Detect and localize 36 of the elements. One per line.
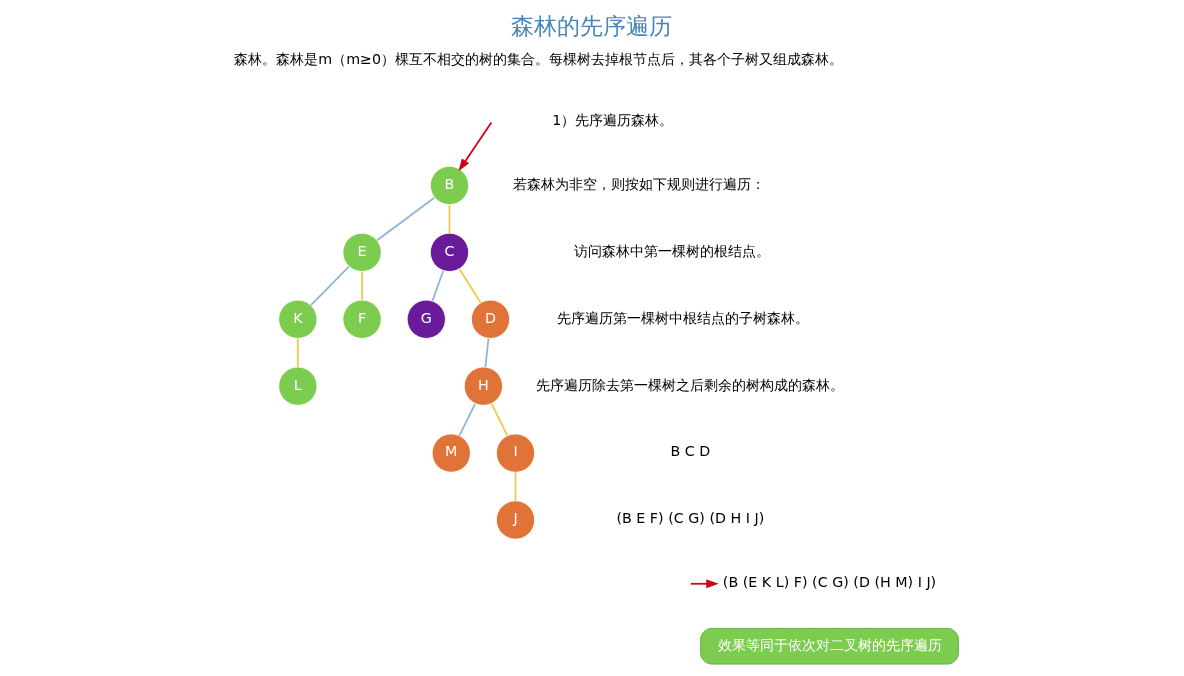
node-circle: H — [463, 366, 503, 406]
node-circle: C — [429, 232, 470, 272]
connector — [458, 402, 476, 437]
node-box: 效果等同于依次对二叉树的先序遍历 — [700, 627, 959, 665]
label: 1）先序遍历森林。 — [552, 112, 674, 129]
label: B C D — [670, 443, 711, 460]
label: 访问森林中第一棵树的根结点。 — [573, 242, 770, 259]
connector — [431, 269, 445, 302]
connector — [484, 337, 490, 368]
node-circle: E — [342, 232, 382, 272]
arrow — [690, 579, 719, 589]
connector — [458, 268, 482, 304]
label: 先序遍历第一棵树中根结点的子树森林。 — [557, 309, 810, 326]
connector — [376, 196, 436, 242]
node-circle: L — [278, 366, 318, 406]
node-circle: J — [495, 500, 536, 540]
arrow — [458, 121, 493, 172]
node-circle: M — [431, 433, 471, 473]
diagram-title: 森林的先序遍历 — [511, 12, 673, 40]
node-circle: B — [429, 165, 470, 206]
connector — [310, 265, 350, 306]
label: 若森林为非空，则按如下规则进行遍历： — [513, 175, 766, 192]
node-circle: K — [278, 299, 318, 339]
connector — [490, 402, 509, 437]
label: 森林。森林是m（m≥0）棵互不相交的树的集合。每棵树去掉根节点后，其各个子树又组成森林。 — [234, 51, 844, 68]
node-circle: F — [342, 299, 382, 339]
label: (B E F) (C G) (D H I J) — [616, 510, 765, 527]
connector — [361, 270, 363, 301]
node-circle: G — [406, 299, 446, 339]
connector — [514, 471, 517, 502]
node-text: (B (E K L) F) (C G) (D (H M) I J) — [722, 574, 937, 591]
label: 先序遍历除去第一棵树之后剩余的树构成的森林。 — [536, 376, 845, 393]
connector — [296, 337, 299, 368]
node-circle: I — [495, 433, 536, 473]
node-circle: D — [470, 299, 511, 339]
connector — [448, 203, 451, 235]
